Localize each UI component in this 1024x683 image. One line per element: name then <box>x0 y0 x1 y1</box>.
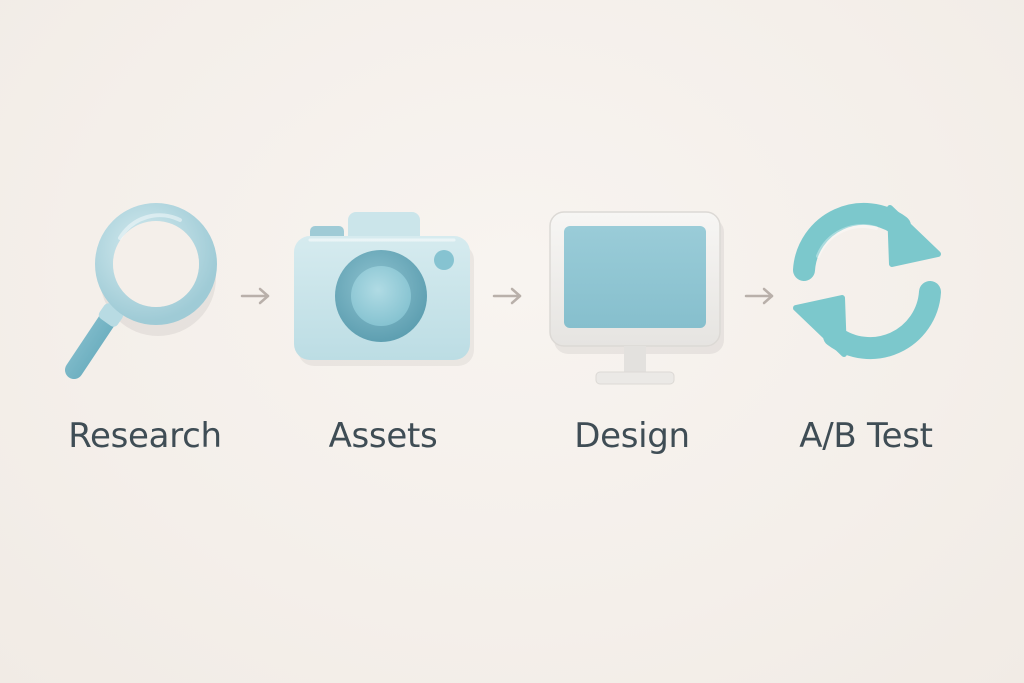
arrow-right-icon <box>240 284 272 308</box>
magnifying-glass-icon <box>60 198 220 383</box>
refresh-cycle-icon <box>790 202 945 360</box>
arrow-right-icon <box>744 284 776 308</box>
step-label-assets: Assets <box>328 416 438 456</box>
arrow-right-icon <box>492 284 524 308</box>
step-label-research: Research <box>68 416 222 456</box>
monitor-icon <box>548 210 724 388</box>
step-label-design: Design <box>574 416 690 456</box>
camera-icon <box>292 210 474 366</box>
step-label-ab-test: A/B Test <box>799 416 933 456</box>
